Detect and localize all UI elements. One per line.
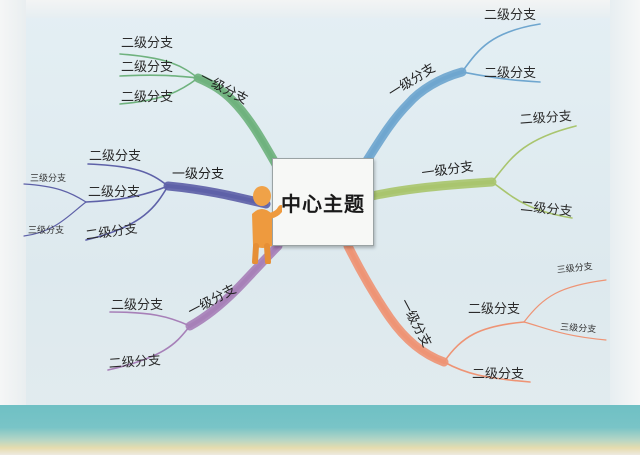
branch-ur-sub-1-line bbox=[461, 71, 541, 83]
branch-mr-label: 一级分支 bbox=[421, 159, 475, 181]
branch-mr-main-core bbox=[370, 180, 494, 198]
branch-lr-main-core bbox=[346, 244, 446, 364]
branch-ml-sub-1-ter-1-label: 三级分支 bbox=[28, 224, 64, 236]
branch-ll-sub-0-line bbox=[109, 311, 191, 327]
branch-ll-sub-1-line bbox=[107, 325, 191, 371]
left-paper-edge bbox=[0, 0, 26, 455]
branch-lr-sub-1-line bbox=[443, 361, 531, 383]
branch-ur-sub-1-label: 二级分支 bbox=[484, 66, 536, 81]
branch-ml-sub-1-label: 二级分支 bbox=[88, 185, 140, 200]
branch-lr-sub-0-line bbox=[443, 321, 525, 363]
branch-ur-main-core bbox=[364, 70, 464, 164]
branch-ml-sub-1-ter-0-label: 三级分支 bbox=[30, 172, 66, 184]
branch-lr-sub-1-label: 二级分支 bbox=[472, 367, 524, 382]
branch-ml-sub-2-label: 二级分支 bbox=[85, 221, 139, 243]
branch-mr-sub-1-line bbox=[491, 181, 573, 219]
bottom-color-band bbox=[0, 405, 640, 455]
branch-ml-label: 一级分支 bbox=[172, 167, 224, 182]
branch-ul-label: 一级分支 bbox=[197, 70, 250, 108]
branch-mr-sub-0-line bbox=[491, 125, 577, 183]
branch-mr-sub-0-label: 二级分支 bbox=[519, 109, 572, 128]
branch-ll-sub-0-label: 二级分支 bbox=[111, 298, 163, 313]
branch-ll-main-core bbox=[188, 244, 280, 328]
branch-ul-sub-0-line bbox=[119, 53, 199, 79]
branch-lr-sub-0-ter-1-line bbox=[523, 321, 607, 341]
branch-ul-sub-0-label: 二级分支 bbox=[121, 36, 173, 51]
branch-mr-sub-1-label: 二级分支 bbox=[520, 199, 573, 219]
branch-ml-sub-1-ter-0-line bbox=[23, 183, 87, 203]
branch-lr-sub-0-label: 二级分支 bbox=[468, 302, 520, 317]
top-paper-edge bbox=[0, 0, 640, 18]
branch-ul-sub-2-label: 二级分支 bbox=[121, 90, 173, 105]
central-topic-title: 中心主题 bbox=[281, 191, 365, 216]
branch-ml-sub-0-label: 二级分支 bbox=[89, 149, 141, 164]
branch-ll-sub-1-label: 二级分支 bbox=[108, 353, 161, 372]
branch-ul-sub-1-line bbox=[119, 74, 199, 79]
branch-ml-sub-2-line bbox=[85, 185, 169, 241]
branch-ur-sub-0-line bbox=[461, 23, 541, 73]
branch-ml-sub-0-line bbox=[87, 163, 169, 187]
branch-ml-sub-1-ter-1-line bbox=[23, 201, 87, 237]
presenter-figure-icon bbox=[252, 186, 282, 264]
branch-ml-sub-1-line bbox=[85, 185, 169, 203]
right-paper-edge bbox=[610, 0, 640, 455]
branch-ul-main-core bbox=[196, 76, 280, 170]
branch-lr-sub-0-ter-1-label: 三级分支 bbox=[560, 321, 597, 335]
central-topic-card: 中心主题 bbox=[272, 158, 374, 246]
branch-lr-sub-0-ter-0-line bbox=[523, 279, 607, 323]
branch-lr-sub-0-ter-0-label: 三级分支 bbox=[556, 260, 593, 276]
branch-ur-sub-0-label: 二级分支 bbox=[484, 8, 536, 23]
branch-ul-sub-2-line bbox=[119, 77, 199, 105]
branch-ul-sub-1-label: 二级分支 bbox=[121, 60, 173, 75]
